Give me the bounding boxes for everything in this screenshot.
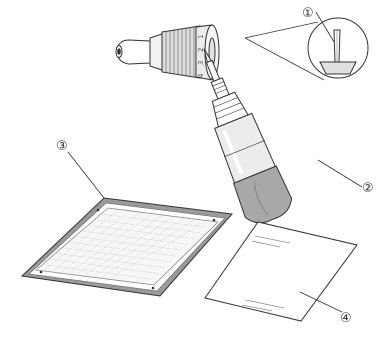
dial-mark-1: 1: [197, 35, 205, 39]
callout-1-blade: ①: [302, 6, 314, 21]
blade-detail-zoom: [245, 18, 368, 80]
protective-sheet: [205, 222, 357, 321]
callout-4-sheet: ④: [340, 311, 352, 326]
cutting-mat: [22, 198, 232, 296]
callout-2-holder: ②: [362, 181, 374, 196]
mat-adhesive-grid: [36, 208, 218, 285]
dial-mark-3: 3: [197, 61, 205, 65]
callout-3-mat: ③: [56, 139, 68, 154]
dial-mark-4: 4: [197, 73, 205, 78]
